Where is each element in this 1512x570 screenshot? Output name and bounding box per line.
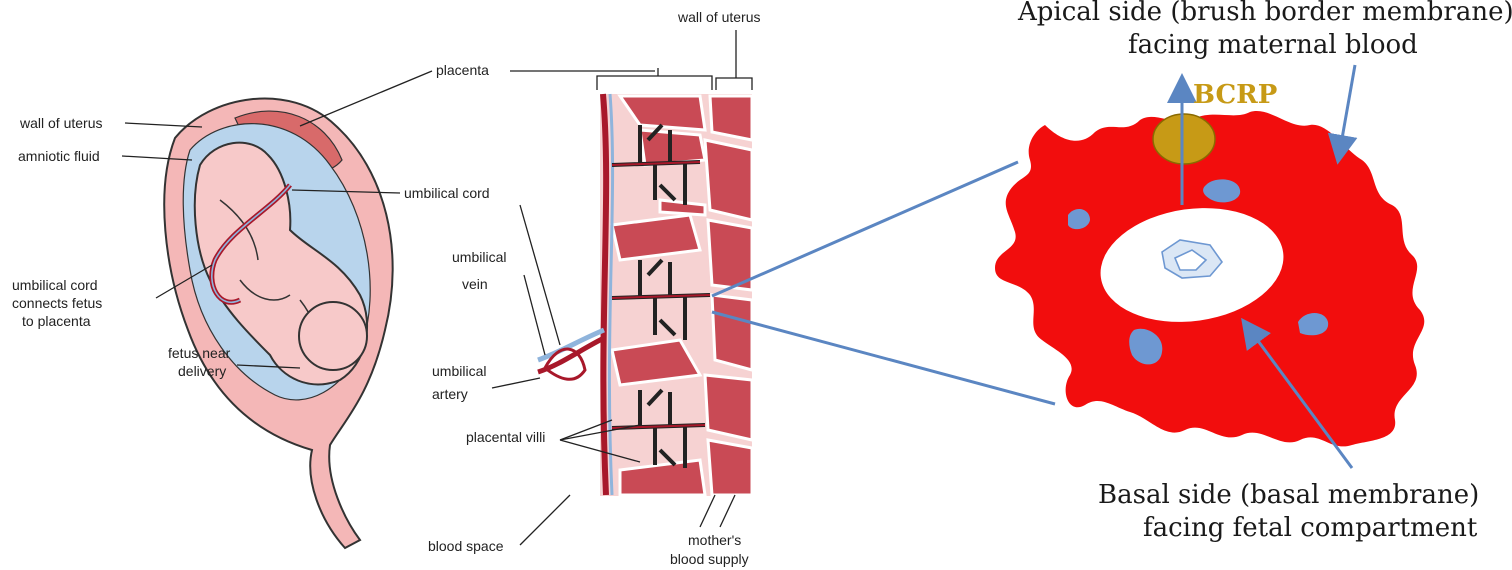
label-amniotic-fluid: amniotic fluid: [18, 148, 100, 164]
label-fetus-near-line2: delivery: [178, 363, 226, 379]
placenta-cross-section: wall of uterus umbilical vein umbilical …: [428, 9, 760, 567]
label-umbilical-vein-line1: umbilical: [452, 249, 506, 265]
label-umbilical-vein-line2: vein: [462, 276, 488, 292]
label-wall-of-uterus-section: wall of uterus: [677, 9, 760, 25]
label-fetus-near-line1: fetus near: [168, 345, 231, 361]
label-mothers-supply-line2: blood supply: [670, 551, 749, 567]
bcrp-label: BCRP: [1193, 80, 1277, 110]
apical-label-line1: Apical side (brush border membrane): [1017, 0, 1512, 27]
trophoblast-cell: Apical side (brush border membrane) faci…: [995, 0, 1512, 543]
label-wall-of-uterus-left: wall of uterus: [19, 115, 102, 131]
apical-pointer-arrow: [1340, 65, 1355, 150]
bcrp-transporter: [1153, 114, 1215, 164]
label-umbilical-cord: umbilical cord: [404, 185, 490, 201]
zoom-connector-lines: [712, 162, 1055, 404]
fetal-vessel-artery: [603, 94, 606, 495]
label-umbilical-artery-line2: artery: [432, 386, 468, 402]
basal-label-line2: facing fetal compartment: [1143, 513, 1478, 543]
basal-label-line1: Basal side (basal membrane): [1098, 480, 1479, 510]
fetus-head: [299, 302, 367, 370]
apical-label-line2: facing maternal blood: [1128, 30, 1418, 60]
label-placenta: placenta: [436, 62, 489, 78]
layer-brackets: [597, 30, 752, 90]
label-cord-connects-line1: umbilical cord: [12, 277, 98, 293]
label-umbilical-artery-line1: umbilical: [432, 363, 486, 379]
fetus-in-uterus-illustration: wall of uterus amniotic fluid placenta u…: [12, 62, 490, 548]
label-cord-connects-line3: to placenta: [22, 313, 91, 329]
label-cord-connects-line2: connects fetus: [12, 295, 102, 311]
label-placental-villi: placental villi: [466, 429, 545, 445]
label-mothers-supply-line1: mother's: [688, 532, 741, 548]
label-blood-space: blood space: [428, 538, 504, 554]
